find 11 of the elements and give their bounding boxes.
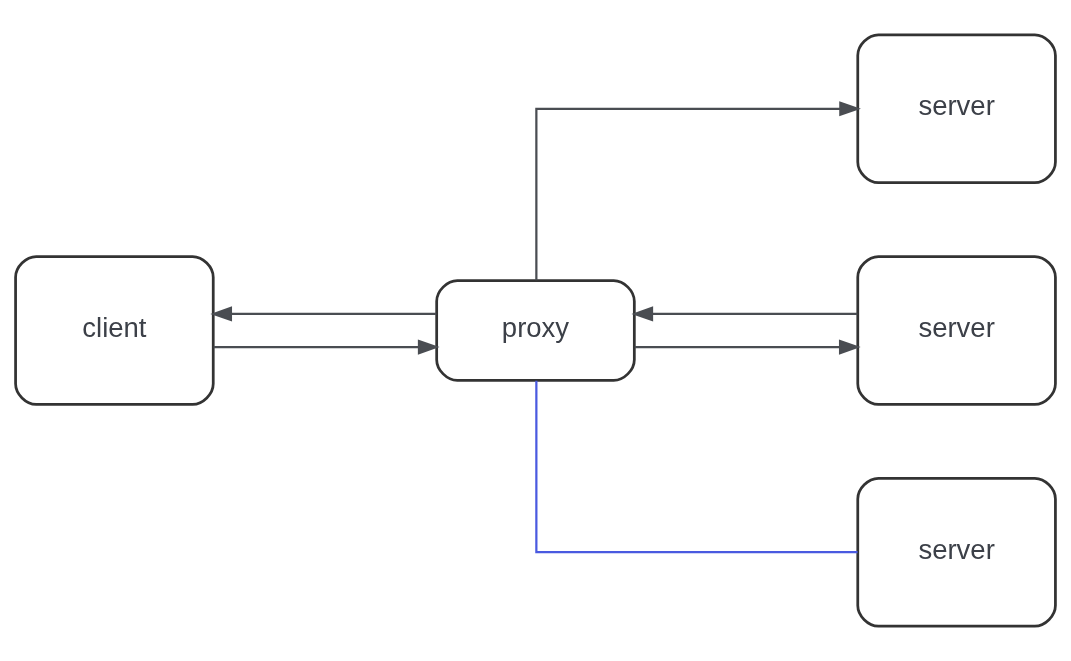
node-box: client (14, 255, 215, 406)
arrow (213, 339, 440, 355)
node-box: server (856, 33, 1057, 185)
arrow (634, 339, 861, 355)
arrow (535, 101, 861, 281)
node-box: server (856, 255, 1057, 406)
arrow (631, 306, 858, 322)
arrow (210, 306, 437, 322)
node-box: proxy (435, 279, 636, 382)
node-box: server (856, 476, 1057, 628)
connector (535, 380, 858, 554)
